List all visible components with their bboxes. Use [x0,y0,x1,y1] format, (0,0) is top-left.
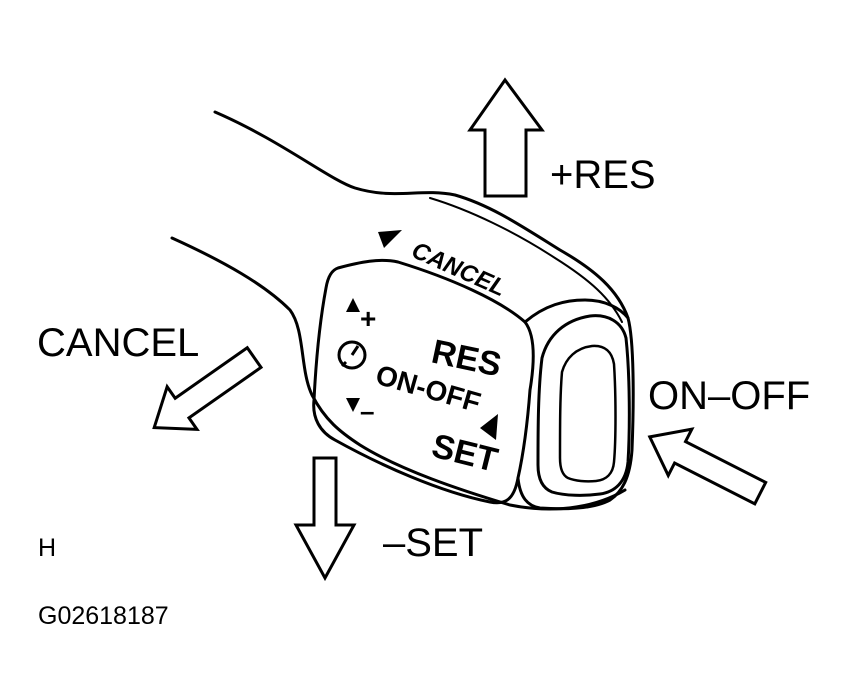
set-down-label: –SET [383,521,483,565]
switch-face-outline [312,258,535,505]
speedometer-icon [337,340,367,370]
stalk-lower-edge [170,236,627,511]
cruise-control-stalk [170,110,635,511]
res-up-label: +RES [550,153,656,197]
stalk-upper-edge-inner [429,197,623,323]
up-arrow-icon [467,77,545,198]
switch-face-text: CANCEL + RES ON-OFF – SET [337,230,510,480]
on-off-button-outer [536,314,631,497]
cancel-indicator-triangle [378,230,402,248]
right-push-arrow-icon [647,427,768,506]
direction-arrows [152,77,768,582]
switch-side-surface [516,298,635,511]
on-off-button-inner [558,344,617,483]
down-triangle-icon [346,398,360,412]
down-arrow-icon [293,456,357,582]
stalk-upper-edge [213,110,630,320]
cancel-left-label: CANCEL [37,321,199,365]
left-arrow-icon [152,345,264,431]
on-off-right-label: ON–OFF [648,374,810,418]
figure-id: G02618187 [38,602,169,630]
on-off-indicator-triangle [480,414,498,440]
up-triangle-icon [346,298,360,312]
switch-minus-label: – [360,396,374,426]
switch-plus-label: + [360,303,376,334]
corner-letter: H [38,534,56,562]
